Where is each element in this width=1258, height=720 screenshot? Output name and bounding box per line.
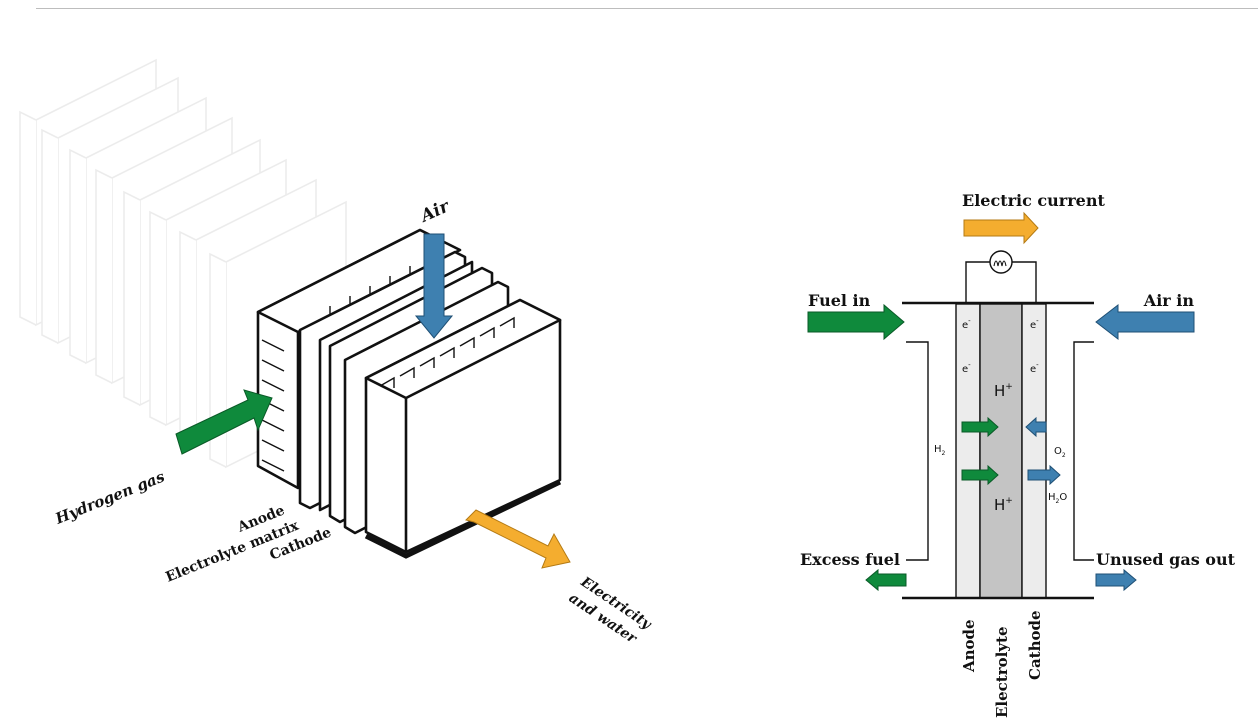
anode-layer — [955, 303, 981, 599]
fuel-in-label: Fuel in — [808, 291, 871, 310]
electron-label: e — [1030, 320, 1036, 331]
air-arrow — [414, 233, 454, 339]
excess-fuel-arrow — [865, 568, 907, 592]
unused-gas-arrow — [1095, 568, 1137, 592]
svg-text:e-: e- — [962, 361, 971, 375]
electron-label: e — [962, 320, 968, 331]
front-block — [364, 298, 562, 559]
o2-arrow — [1025, 416, 1047, 438]
air-in-label: Air in — [1143, 291, 1195, 310]
fuel-in-arrow — [807, 303, 905, 341]
h2o-arrow — [1027, 464, 1061, 486]
svg-text:H2O: H2O — [1048, 492, 1067, 505]
anode-layer-label: Anode — [960, 619, 978, 673]
h2-arrow-lower — [961, 464, 999, 486]
proton-label: H — [994, 496, 1005, 514]
o2-label: O — [1054, 446, 1062, 457]
electron-label: e — [962, 364, 968, 375]
svg-text:e-: e- — [1030, 361, 1039, 375]
top-divider — [36, 8, 1258, 9]
svg-text:O2: O2 — [1054, 446, 1066, 459]
unused-gas-out-label: Unused gas out — [1096, 550, 1236, 569]
cell-schematic — [807, 211, 1195, 600]
electric-current-arrow — [963, 211, 1039, 245]
svg-text:H+: H+ — [994, 496, 1013, 514]
proton-label: H — [994, 382, 1005, 400]
electric-current-label: Electric current — [962, 191, 1105, 210]
electron-label: e — [1030, 364, 1036, 375]
h2-arrow-upper — [961, 416, 999, 438]
svg-text:e-: e- — [1030, 317, 1039, 331]
cathode-layer — [1021, 303, 1047, 599]
svg-text:e-: e- — [962, 317, 971, 331]
h2o-label: H — [1048, 492, 1056, 503]
air-label: Air — [416, 196, 453, 227]
air-in-arrow — [1095, 303, 1195, 341]
hydrogen-gas-label: Hydrogen gas — [52, 467, 168, 528]
h2-label: H — [934, 444, 942, 455]
hydrogen-arrow — [175, 389, 273, 455]
electricity-arrow — [465, 509, 571, 569]
electrolyte-layer-label: Electrolyte — [993, 626, 1011, 718]
svg-text:H2: H2 — [934, 444, 946, 457]
excess-fuel-label: Excess fuel — [800, 550, 900, 569]
electrolyte-layer — [979, 303, 1023, 599]
cathode-layer-label: Cathode — [1026, 610, 1044, 680]
svg-text:H+: H+ — [994, 382, 1013, 400]
